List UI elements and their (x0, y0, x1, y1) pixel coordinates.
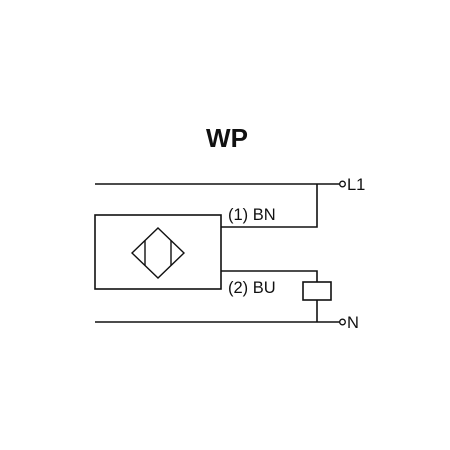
diagram-title: WP (206, 123, 248, 153)
wire-blue (221, 270, 318, 282)
wire-blue-label: (2) BU (228, 279, 276, 297)
wire-brown-label: (1) BN (228, 206, 276, 224)
sensor-body (94, 214, 222, 290)
wire-brown (221, 184, 318, 228)
terminal-l1-label: L1 (347, 176, 365, 194)
load-rectangle-icon (302, 281, 332, 301)
sensor-symbol-icon (130, 227, 186, 279)
terminal-l1 (339, 180, 346, 188)
terminal-n-label: N (347, 314, 359, 332)
terminal-n (339, 318, 346, 326)
